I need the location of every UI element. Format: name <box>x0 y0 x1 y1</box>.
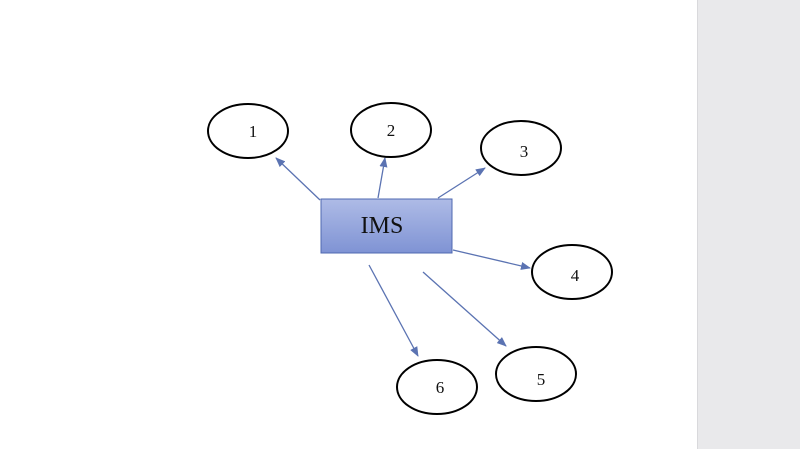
node-4-label: 4 <box>571 266 580 285</box>
node-3[interactable]: 3 <box>480 120 562 176</box>
node-6[interactable]: 6 <box>396 359 478 415</box>
side-panel <box>697 0 800 449</box>
node-5[interactable]: 5 <box>495 346 577 402</box>
node-1-label: 1 <box>249 122 258 141</box>
diagram-svg: IMS 1 2 3 4 5 6 <box>207 102 613 415</box>
arrow-to-node-4 <box>452 249 531 270</box>
node-3-label: 3 <box>520 142 529 161</box>
node-5-label: 5 <box>537 370 546 389</box>
slide-canvas: IMS 1 2 3 4 5 6 <box>207 102 613 415</box>
center-box-label: IMS <box>361 213 404 239</box>
arrow-to-node-5 <box>422 271 507 347</box>
arrow-to-node-1 <box>275 157 321 201</box>
node-4[interactable]: 4 <box>531 244 613 300</box>
arrow-to-node-3 <box>437 167 486 199</box>
node-2[interactable]: 2 <box>350 102 432 158</box>
arrow-to-node-2 <box>377 157 388 199</box>
center-box[interactable]: IMS <box>320 198 453 254</box>
node-1[interactable]: 1 <box>207 103 289 159</box>
arrow-to-node-6 <box>368 264 419 357</box>
node-6-label: 6 <box>436 378 445 397</box>
node-2-label: 2 <box>387 121 396 140</box>
